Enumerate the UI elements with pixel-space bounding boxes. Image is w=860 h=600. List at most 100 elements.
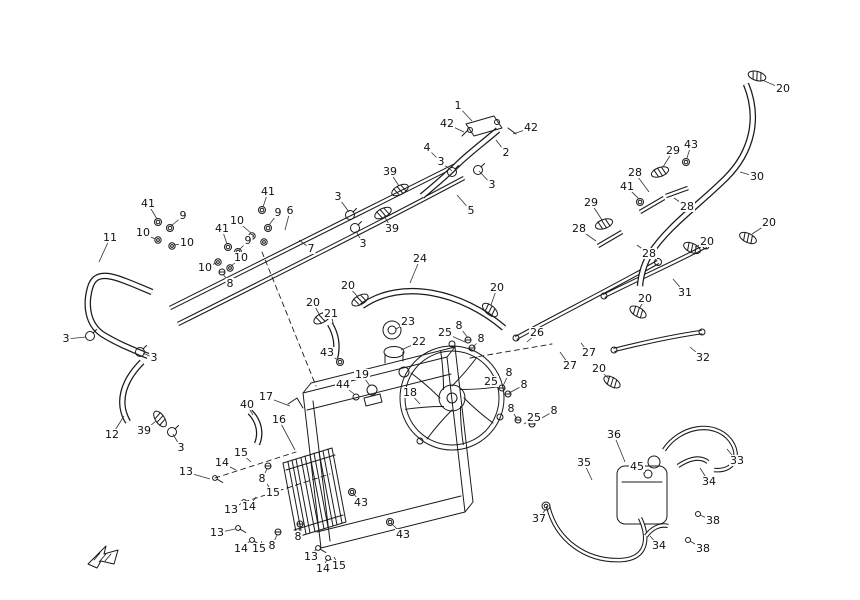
part-number-label: 3 <box>436 154 446 168</box>
part-number-label: 44 <box>335 377 351 391</box>
part-number-label: 23 <box>400 314 416 328</box>
part-number-label: 20 <box>699 234 715 248</box>
part-number-label: 10 <box>135 225 151 239</box>
part-number-label: 20 <box>591 361 607 375</box>
part-number-label: 34 <box>651 538 667 552</box>
filler-cap-assembly <box>352 320 405 407</box>
part-number-label: 39 <box>382 164 398 178</box>
radiator <box>287 346 474 549</box>
cooling-fan <box>399 340 505 451</box>
part-number-label: 14 <box>233 541 249 555</box>
part-number-label: 15 <box>233 445 249 459</box>
part-number-label: 41 <box>260 184 276 198</box>
part-number-label: 20 <box>761 215 777 229</box>
part-number-label: 42 <box>439 116 455 130</box>
part-number-label: 12 <box>104 427 120 441</box>
part-number-label: 35 <box>576 455 592 469</box>
part-number-label: 1 <box>453 98 463 112</box>
part-number-label: 10 <box>179 235 195 249</box>
part-number-label: 8 <box>454 318 464 332</box>
part-number-label: 39 <box>136 423 152 437</box>
part-number-label: 20 <box>775 81 791 95</box>
part-number-label: 8 <box>519 377 529 391</box>
part-number-label: 42 <box>523 120 539 134</box>
part-number-label: 3 <box>61 331 71 345</box>
part-number-label: 15 <box>265 485 281 499</box>
part-number-label: 7 <box>306 241 316 255</box>
part-number-label: 25 <box>437 325 453 339</box>
part-number-label: 19 <box>354 367 370 381</box>
part-number-label: 43 <box>353 495 369 509</box>
part-number-label: 28 <box>679 199 695 213</box>
part-number-label: 8 <box>504 365 514 379</box>
part-number-label: 38 <box>705 513 721 527</box>
part-number-label: 41 <box>214 221 230 235</box>
part-number-label: 31 <box>677 285 693 299</box>
reservoir-tank <box>541 425 738 563</box>
part-number-label: 18 <box>402 385 418 399</box>
part-number-label: 16 <box>271 412 287 426</box>
part-number-label: 13 <box>303 549 319 563</box>
part-number-label: 45 <box>629 459 645 473</box>
part-number-label: 22 <box>411 334 427 348</box>
part-number-label: 8 <box>225 276 235 290</box>
part-number-label: 4 <box>422 140 432 154</box>
part-number-label: 3 <box>333 189 343 203</box>
part-number-label: 3 <box>487 177 497 191</box>
part-number-label: 41 <box>140 196 156 210</box>
part-number-label: 41 <box>619 179 635 193</box>
part-number-label: 8 <box>267 538 277 552</box>
part-number-label: 13 <box>223 502 239 516</box>
part-number-label: 14 <box>315 561 331 575</box>
part-number-label: 5 <box>466 203 476 217</box>
part-number-label: 24 <box>412 251 428 265</box>
hatched-arrow-icon <box>87 545 119 569</box>
part-number-label: 6 <box>285 203 295 217</box>
part-number-label: 3 <box>358 236 368 250</box>
part-number-label: 28 <box>627 165 643 179</box>
part-number-label: 8 <box>257 471 267 485</box>
part-number-label: 34 <box>701 474 717 488</box>
part-number-label: 10 <box>229 213 245 227</box>
part-number-label: 9 <box>273 205 283 219</box>
part-number-label: 10 <box>197 260 213 274</box>
oil-cooler <box>282 447 347 538</box>
part-number-label: 13 <box>178 464 194 478</box>
part-number-label: 2 <box>501 145 511 159</box>
part-number-label: 8 <box>549 403 559 417</box>
part-number-label: 29 <box>665 143 681 157</box>
part-number-label: 38 <box>695 541 711 555</box>
part-number-label: 27 <box>581 345 597 359</box>
part-number-label: 25 <box>526 410 542 424</box>
part-number-label: 43 <box>319 345 335 359</box>
part-number-label: 36 <box>606 427 622 441</box>
part-number-label: 43 <box>683 137 699 151</box>
part-number-label: 14 <box>214 455 230 469</box>
part-number-label: 3 <box>176 440 186 454</box>
part-number-label: 20 <box>340 278 356 292</box>
part-number-label: 20 <box>489 280 505 294</box>
part-number-label: 29 <box>583 195 599 209</box>
part-number-label: 15 <box>331 558 347 572</box>
part-number-label: 20 <box>305 295 321 309</box>
part-number-label: 17 <box>258 389 274 403</box>
part-number-label: 43 <box>395 527 411 541</box>
part-number-label: 30 <box>749 169 765 183</box>
part-number-label: 3 <box>149 350 159 364</box>
part-number-label: 39 <box>384 221 400 235</box>
part-number-label: 13 <box>209 525 225 539</box>
part-number-label: 28 <box>641 246 657 260</box>
part-number-label: 15 <box>251 541 267 555</box>
part-number-label: 33 <box>729 453 745 467</box>
part-number-label: 9 <box>243 233 253 247</box>
part-number-label: 8 <box>476 331 486 345</box>
part-number-label: 32 <box>695 350 711 364</box>
part-number-label: 25 <box>483 374 499 388</box>
part-number-label: 26 <box>529 325 545 339</box>
part-number-label: 21 <box>323 306 339 320</box>
part-number-label: 14 <box>241 499 257 513</box>
part-number-label: 9 <box>178 208 188 222</box>
part-number-label: 8 <box>506 401 516 415</box>
